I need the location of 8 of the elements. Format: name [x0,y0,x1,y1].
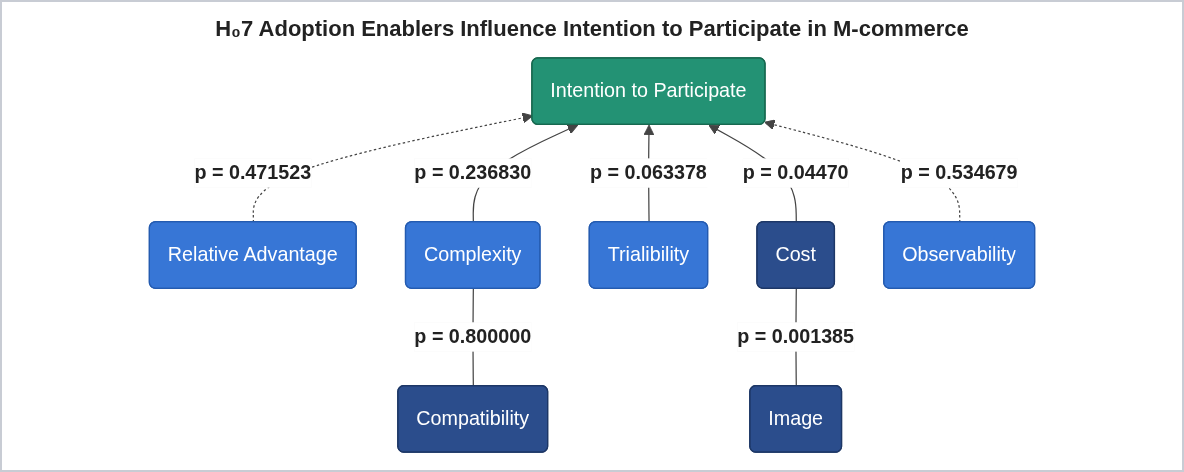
edge-label: p = 0.04470 [742,161,849,183]
edge-label: p = 0.534679 [900,161,1018,183]
diagram-title: H₀7 Adoption Enablers Influence Intention to Participate in M-commerce [215,16,969,42]
edge-label: p = 0.800000 [414,325,532,347]
edge-label: p = 0.001385 [737,325,855,347]
edge-label: p = 0.236830 [414,161,532,183]
edge-label: p = 0.471523 [194,161,312,183]
edge-label: p = 0.063378 [590,161,707,183]
